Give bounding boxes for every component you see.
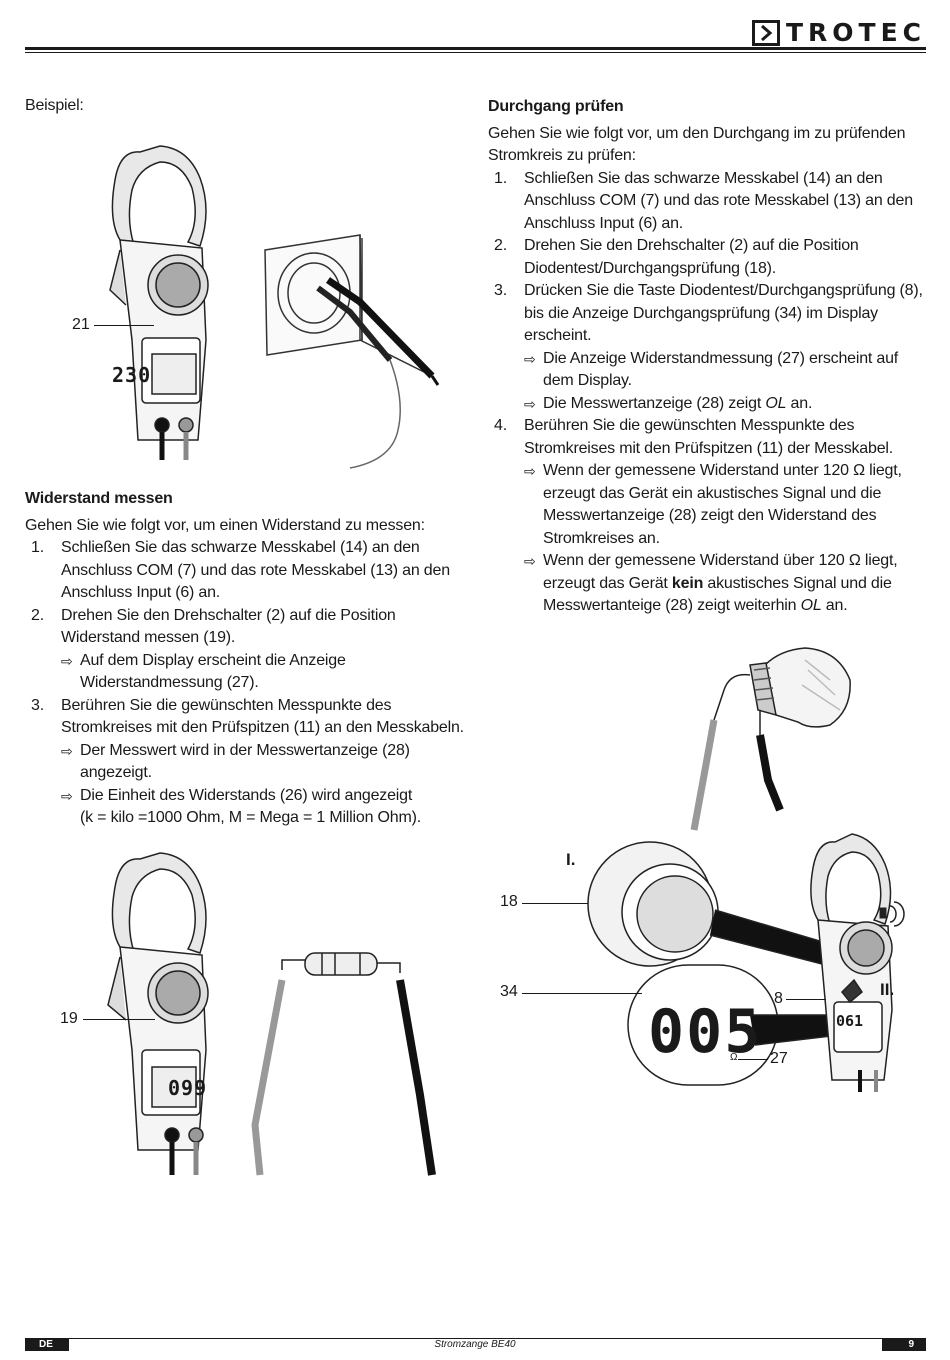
- probe-leads: [316, 277, 440, 469]
- step-3-result-1: ⇨Die Anzeige Widerstandmessung (27) ersc…: [524, 349, 899, 390]
- step-4-result-1: ⇨Wenn der gemessene Widerstand unter 120…: [524, 462, 902, 547]
- header-rule-thin: [25, 52, 926, 53]
- step-2: 2.Drehen Sie den Drehschalter (2) auf di…: [25, 605, 465, 695]
- clamp-meter-socket-illustration: [109, 145, 440, 469]
- display-zoom: [627, 964, 841, 1086]
- callout-I: I.: [566, 850, 576, 869]
- chevron-right-icon: [751, 19, 780, 46]
- continuity-section: Durchgang prüfen Gehen Sie wie folgt vor…: [488, 96, 928, 618]
- arrow-right-icon: ⇨: [524, 350, 536, 367]
- dial-zoom: [587, 841, 851, 971]
- footer-language: DE: [25, 1338, 69, 1351]
- callout-8-line: [786, 999, 826, 1000]
- step-2: 2.Drehen Sie den Drehschalter (2) auf di…: [494, 237, 859, 277]
- light-bulb-illustration: [690, 647, 851, 831]
- clamp-meter: [107, 852, 209, 1175]
- callout-21: 21: [72, 316, 90, 333]
- callout-19: 19: [60, 1010, 78, 1027]
- zoom-display-value: 005: [648, 997, 763, 1067]
- wall-socket: [264, 234, 431, 376]
- section-title: Durchgang prüfen: [488, 98, 624, 115]
- section-title: Widerstand messen: [25, 490, 173, 507]
- brand-logo: TROTEC: [751, 18, 926, 47]
- callout-34: 34: [500, 983, 518, 1000]
- step-2-result: ⇨Auf dem Display erscheint die Anzeige W…: [61, 651, 346, 692]
- arrow-right-icon: ⇨: [524, 463, 536, 479]
- section-intro: Gehen Sie wie folgt vor, um den Durchgan…: [488, 124, 906, 165]
- callout-34-line: [522, 993, 642, 994]
- step-3: 3.Berühren Sie die gewünschten Messpunkt…: [25, 695, 465, 830]
- meter-display-value: 061: [836, 1012, 864, 1030]
- callout-21-line: [94, 325, 154, 326]
- callout-II: II.: [880, 980, 895, 999]
- callout-27-line: [738, 1059, 768, 1060]
- step-4-result-2: ⇨Wenn der gemessene Widerstand über 120 …: [524, 552, 898, 614]
- clamp-meter: [810, 833, 893, 1092]
- step-1: 1.Schließen Sie das schwarze Messkabel (…: [494, 169, 913, 232]
- section-intro: Gehen Sie wie folgt vor, um einen Widers…: [25, 516, 425, 534]
- arrow-right-icon: ⇨: [61, 787, 73, 804]
- arrow-right-icon: ⇨: [61, 742, 73, 759]
- step-1: 1.Schließen Sie das schwarze Messkabel (…: [31, 539, 450, 601]
- clamp-meter: [109, 145, 209, 460]
- resistance-section: Widerstand messen Gehen Sie wie folgt vo…: [25, 488, 465, 830]
- example-label: Beispiel:: [25, 97, 84, 114]
- step-3: 3.Drücken Sie die Taste Diodentest/Durch…: [488, 280, 928, 415]
- speaker-sound-icon: [879, 901, 905, 927]
- step-3-result-1: ⇨Der Messwert wird in der Messwertanzeig…: [61, 741, 410, 782]
- callout-19-line: [83, 1019, 155, 1020]
- callout-18-line: [522, 903, 588, 904]
- footer-title: Stromzange BE40: [434, 1339, 516, 1350]
- header-rule: [25, 47, 926, 50]
- meter-display-value: 230: [112, 363, 152, 387]
- footer-page-number: 9: [882, 1338, 926, 1351]
- meter-display-value: 099: [168, 1076, 208, 1100]
- ohm-icon: Ω: [730, 1052, 738, 1063]
- callout-8: 8: [774, 990, 783, 1007]
- resistor: [281, 952, 401, 976]
- step-3-result-2: ⇨Die Einheit des Widerstands (26) wird a…: [61, 786, 421, 827]
- callout-18: 18: [500, 893, 518, 910]
- footer-rule: [25, 1338, 926, 1351]
- arrow-right-icon: ⇨: [61, 652, 73, 669]
- step-4: 4.Berühren Sie die gewünschten Messpunkt…: [488, 415, 928, 618]
- brand-name: TROTEC: [785, 18, 926, 47]
- step-3-result-2: ⇨Die Messwertanzeige (28) zeigt OL an.: [524, 393, 928, 416]
- continuity-zoom-illustration: [587, 833, 905, 1092]
- callout-27: 27: [770, 1050, 788, 1067]
- arrow-right-icon: ⇨: [524, 553, 536, 569]
- clamp-meter-resistor-illustration: [107, 852, 436, 1176]
- probe-leads: [251, 979, 436, 1176]
- arrow-right-icon: ⇨: [524, 395, 536, 412]
